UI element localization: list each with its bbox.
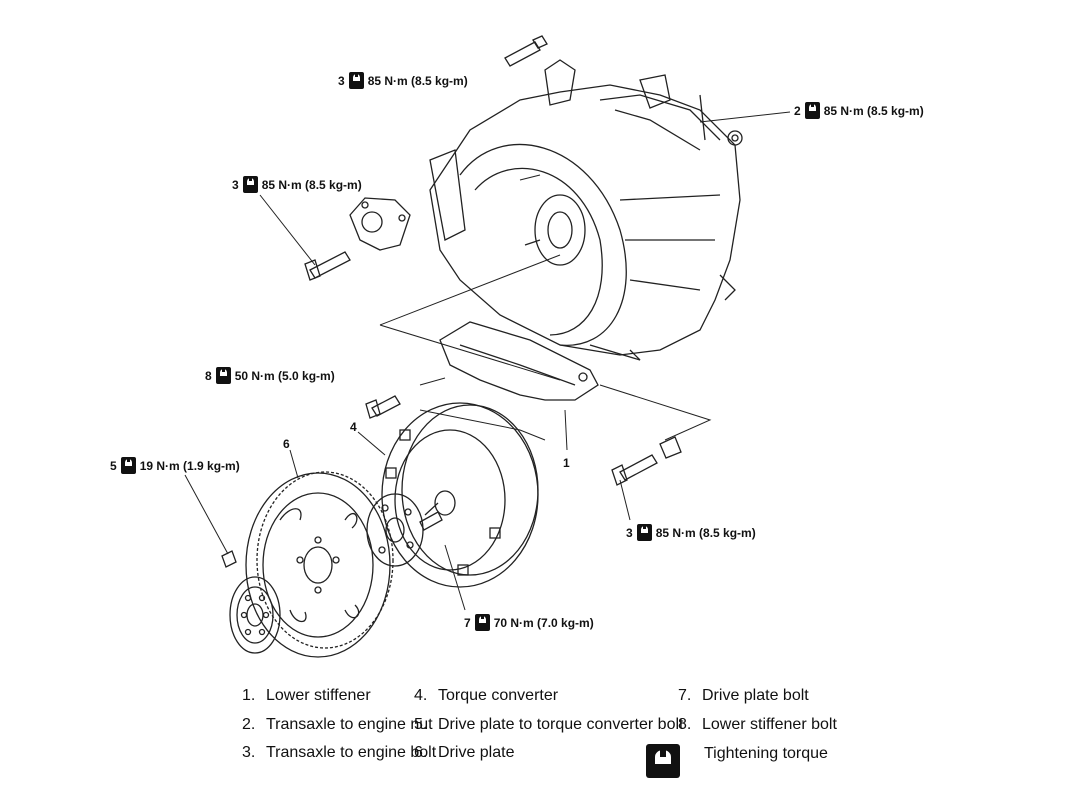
callout-number: 3 (626, 525, 633, 540)
tightening-torque-icon (242, 176, 258, 193)
callout-torque: 70 N·m (7.0 kg-m) (493, 615, 594, 630)
callout-number: 3 (338, 73, 345, 88)
callout-number: 7 (464, 615, 471, 630)
callout-lower-stiffener-bolt: 8 50 N·m (5.0 kg-m) (205, 367, 335, 384)
callout-number: 2 (794, 103, 801, 118)
callout-drive-plate-converter-bolt: 5 19 N·m (1.9 kg-m) (110, 457, 240, 474)
callout-bolt-left: 3 85 N·m (8.5 kg-m) (232, 176, 362, 193)
bolt-lower-right (611, 436, 682, 486)
callout-torque: 85 N·m (8.5 kg-m) (367, 73, 468, 88)
legend-item-6: 6.Drive plate (414, 744, 515, 761)
nut-right (727, 130, 743, 146)
bolt-top (504, 35, 548, 67)
legend-item-3: 3.Transaxle to engine bolt (242, 744, 437, 761)
drive-plate (245, 471, 394, 658)
callout-torque: 85 N·m (8.5 kg-m) (655, 525, 756, 540)
spacer-ring (229, 576, 281, 654)
legend-item-1: 1.Lower stiffener (242, 687, 371, 704)
bolt-5 (221, 550, 237, 568)
legend-item-7: 7.Drive plate bolt (678, 687, 809, 704)
legend-item-4: 4.Torque converter (414, 687, 559, 704)
callout-bolt-lower-right: 3 85 N·m (8.5 kg-m) (626, 524, 756, 541)
lower-stiffener-bolt (365, 395, 401, 419)
bolt-left (304, 251, 351, 281)
part-number-torque-converter: 4 (350, 420, 357, 434)
tightening-torque-icon (636, 524, 652, 541)
legend-item-5: 5.Drive plate to torque converter bolt (414, 716, 684, 733)
callout-torque: 50 N·m (5.0 kg-m) (234, 368, 335, 383)
torque-converter (381, 402, 539, 588)
part-number-drive-plate: 6 (283, 437, 290, 451)
tightening-torque-icon (348, 72, 364, 89)
lower-stiffener (439, 321, 599, 401)
legend-item-2: 2.Transaxle to engine nut (242, 716, 433, 733)
callout-bolt-top: 3 85 N·m (8.5 kg-m) (338, 72, 468, 89)
callout-number: 3 (232, 177, 239, 192)
callout-number: 8 (205, 368, 212, 383)
adapter-plate (366, 493, 424, 567)
tightening-torque-icon (215, 367, 231, 384)
tightening-torque-icon (646, 744, 680, 778)
gasket-plate (349, 197, 411, 251)
callout-torque: 19 N·m (1.9 kg-m) (139, 458, 240, 473)
callout-nut-right: 2 85 N·m (8.5 kg-m) (794, 102, 924, 119)
legend-symbol-label: Tightening torque (704, 745, 828, 762)
transaxle-housing (429, 59, 741, 361)
tightening-torque-icon (120, 457, 136, 474)
legend-item-8: 8.Lower stiffener bolt (678, 716, 837, 733)
callout-number: 5 (110, 458, 117, 473)
tightening-torque-icon (804, 102, 820, 119)
callout-drive-plate-bolt: 7 70 N·m (7.0 kg-m) (464, 614, 594, 631)
callout-torque: 85 N·m (8.5 kg-m) (261, 177, 362, 192)
tightening-torque-icon (474, 614, 490, 631)
callout-torque: 85 N·m (8.5 kg-m) (823, 103, 924, 118)
part-number-lower-stiffener: 1 (563, 456, 570, 470)
